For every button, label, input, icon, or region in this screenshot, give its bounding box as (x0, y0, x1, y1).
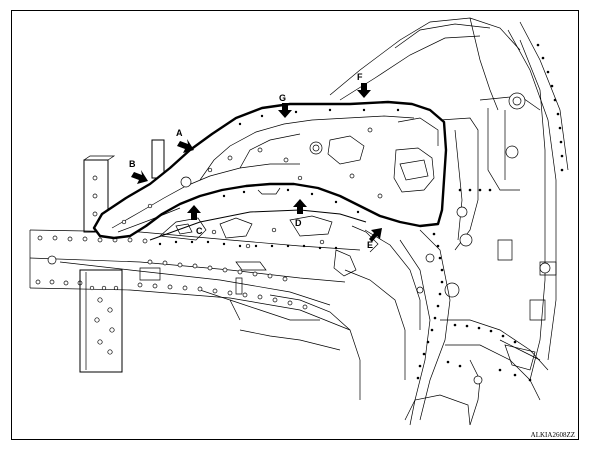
hoodledge-panel (92, 100, 448, 240)
arrow-b (131, 170, 148, 184)
callout-label-c: C (196, 226, 203, 236)
rivet-dots-member (35, 235, 308, 310)
callout-label-e: E (367, 240, 373, 250)
front-bracket-lower (79, 269, 123, 373)
callout-arrows (131, 83, 382, 242)
arrow-d (293, 199, 307, 214)
wheelhouse-lower-area (149, 209, 379, 277)
front-side-member (29, 229, 361, 400)
rivet-dots-right (416, 43, 564, 382)
rear-body-structure (329, 17, 569, 426)
figure-code: ALKIA2608ZZ (531, 431, 575, 439)
callout-label-g: G (279, 93, 286, 103)
callout-label-d: D (295, 218, 302, 228)
callout-label-b: B (129, 159, 136, 169)
callout-label-f: F (357, 72, 363, 82)
arrow-c (187, 205, 201, 220)
arrow-f (357, 83, 371, 98)
arrow-e (369, 228, 382, 242)
arrow-g (278, 103, 292, 118)
callout-label-a: A (176, 128, 183, 138)
arrow-a (177, 139, 194, 153)
